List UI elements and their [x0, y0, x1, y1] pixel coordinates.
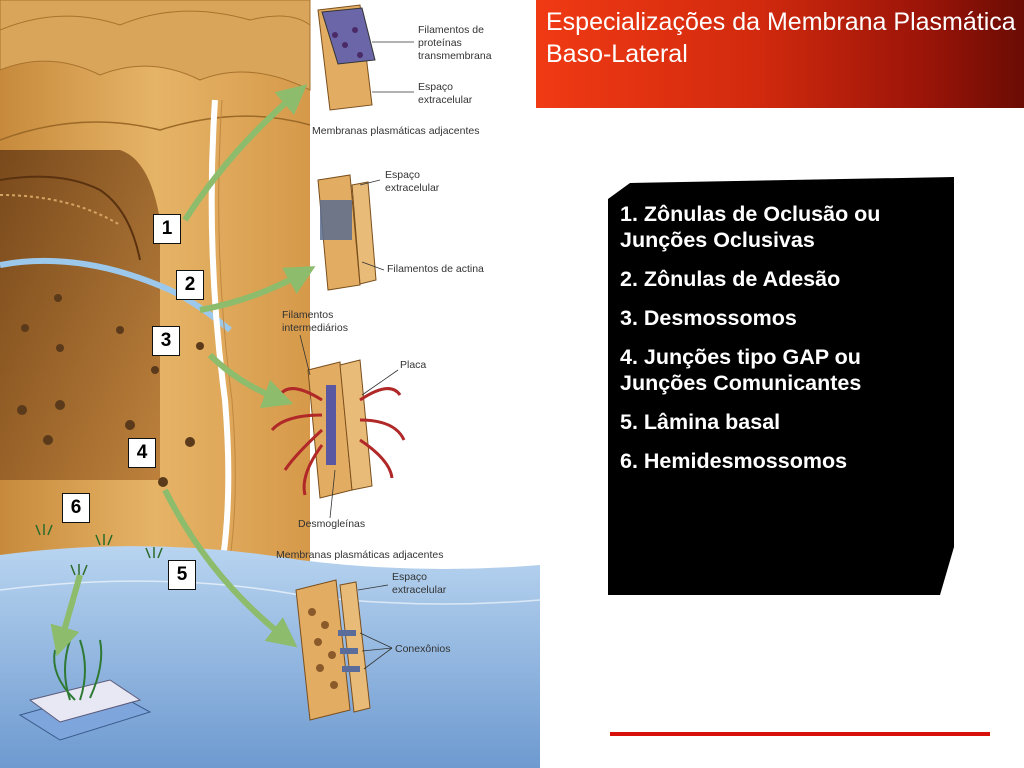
- inset-adherens-junction: Espaço extracelular Filamentos de actina: [317, 169, 484, 291]
- label-tight-filaments-2: proteínas: [418, 37, 462, 49]
- legend-item-4: 4. Junções tipo GAP ou Junções Comunican…: [620, 345, 862, 395]
- marker-1: 1: [153, 214, 181, 244]
- legend-item-1: 1. Zônulas de Oclusão ou Junções Oclusiv…: [620, 202, 881, 252]
- legend-background: [608, 177, 954, 595]
- marker-3: 3: [152, 326, 180, 356]
- label-desmogleins: Desmogleínas: [298, 518, 365, 530]
- marker-5: 5: [168, 560, 196, 590]
- legend-item-6: 6. Hemidesmossomos: [620, 449, 848, 473]
- marker-6: 6: [62, 493, 90, 523]
- label-adjacent-membranes-2: Membranas plasmáticas adjacentes: [276, 549, 444, 561]
- inset-gap-junction: Membranas plasmáticas adjacentes Espaço …: [276, 549, 450, 721]
- slide-title: Especializações da Membrana Plasmática B…: [546, 8, 1016, 68]
- legend-item-5: 5. Lâmina basal: [620, 410, 781, 434]
- cell-junctions-illustration: Filamentos de proteínas transmembrana Es…: [0, 0, 540, 768]
- junction-dots: [17, 294, 204, 487]
- label-intermediate-2: intermediários: [282, 322, 348, 334]
- legend-item-2: 2. Zônulas de Adesão: [620, 267, 841, 291]
- hemidesmosome-tufts: [35, 524, 163, 576]
- label-extracellular-1a: Espaço: [418, 81, 453, 93]
- accent-rule: [610, 732, 990, 736]
- legend-panel: 1. Zônulas de Oclusão ou Junções Oclusiv…: [608, 177, 954, 595]
- marker-2: 2: [176, 270, 204, 300]
- label-tight-filaments-1: Filamentos de: [418, 24, 484, 36]
- connector-arrows: [50, 84, 316, 657]
- inset-tight-junction: Filamentos de proteínas transmembrana Es…: [312, 4, 492, 137]
- label-actin: Filamentos de actina: [387, 263, 484, 275]
- hemidesmosome-inset: [18, 639, 152, 741]
- legend-list: 1. Zônulas de Oclusão ou Junções Oclusiv…: [620, 201, 940, 487]
- label-extracellular-1b: extracelular: [418, 94, 473, 106]
- label-extracellular-3a: Espaço: [392, 571, 427, 583]
- title-banner: Especializações da Membrana Plasmática B…: [536, 0, 1024, 108]
- epithelial-cell: [0, 0, 311, 601]
- marker-4: 4: [128, 438, 156, 468]
- inset-desmosome: Filamentos intermediários Placa Desmogle…: [270, 309, 426, 530]
- label-tight-filaments-3: transmembrana: [418, 50, 492, 62]
- label-extracellular-2b: extracelular: [385, 182, 440, 194]
- label-adjacent-membranes-1: Membranas plasmáticas adjacentes: [312, 125, 480, 137]
- label-connexons: Conexônios: [395, 643, 450, 655]
- label-plaque: Placa: [400, 359, 426, 371]
- label-extracellular-3b: extracelular: [392, 584, 447, 596]
- label-extracellular-2a: Espaço: [385, 169, 420, 181]
- label-intermediate-1: Filamentos: [282, 309, 333, 321]
- legend-item-3: 3. Desmossomos: [620, 306, 797, 330]
